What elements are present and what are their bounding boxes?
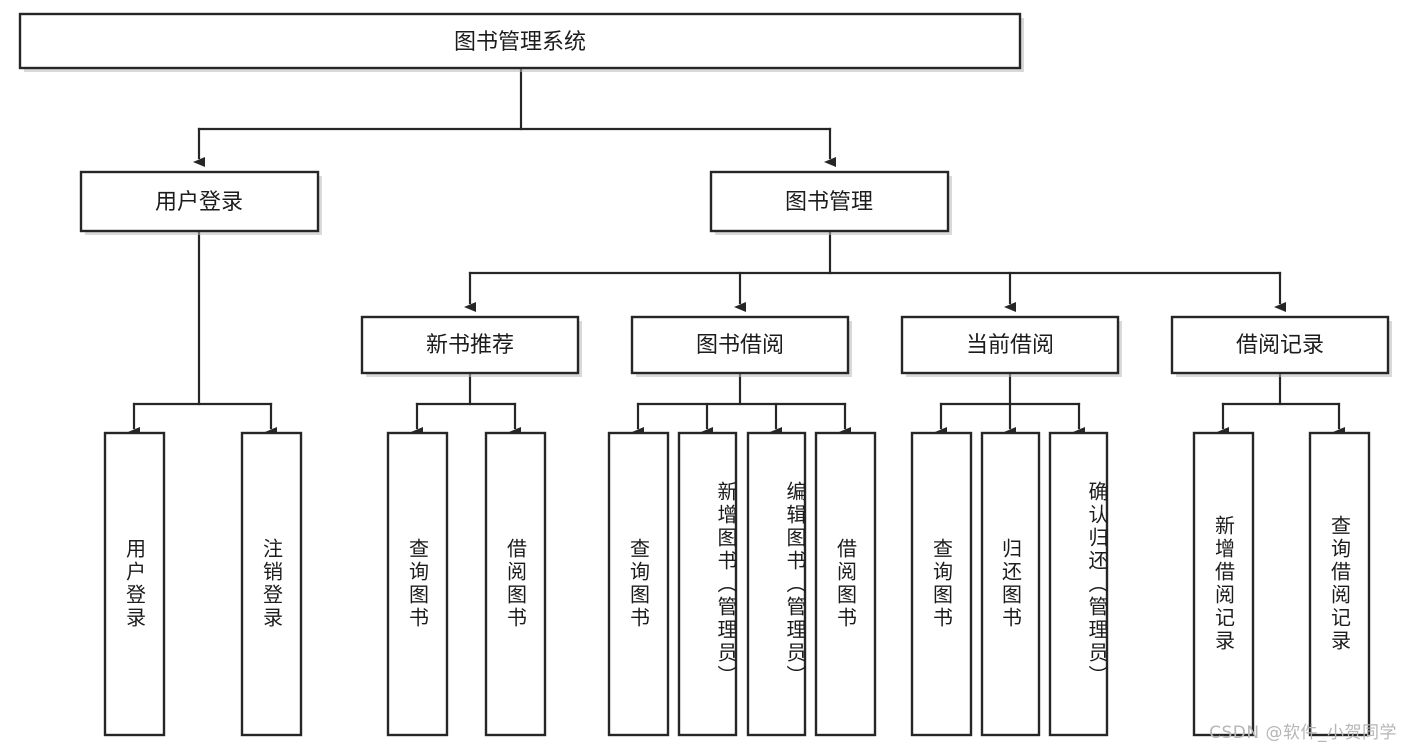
leaf-user-login-box[interactable] [103,431,166,737]
leaf-cur-confirm-box[interactable] [1048,431,1109,737]
leaf-user-logout-box[interactable] [240,431,303,737]
current-borrow-box [900,315,1120,375]
leaf-cur-query-box[interactable] [910,431,973,737]
leaf-borrow-edit-box[interactable] [746,431,807,737]
borrow-record-label: 借阅记录 [1236,333,1324,358]
book-manage-box [709,170,950,233]
leaf-cur-return-box[interactable] [980,431,1041,737]
leaf-rec-query-box[interactable] [386,431,449,737]
csdn-watermark: CSDN @软件_小贺同学 [1209,723,1397,743]
node-book-manage[interactable]: 图书管理 [709,170,952,235]
node-root[interactable]: 图书管理系统 [18,12,1024,72]
leaf-borrow-lend-box[interactable] [814,431,877,737]
node-current-borrow[interactable]: 当前借阅 [900,315,1122,377]
new-book-rec-label: 新书推荐 [426,333,514,358]
borrow-record-box [1170,315,1390,375]
node-borrow-record[interactable]: 借阅记录 [1170,315,1392,377]
node-book-borrow[interactable]: 图书借阅 [630,315,852,377]
leaf-borrow-query-box[interactable] [607,431,670,737]
user-login-box [79,170,320,233]
leaf-rec-borrow-box[interactable] [484,431,547,737]
current-borrow-label: 当前借阅 [966,333,1054,358]
root-box [18,12,1022,70]
book-borrow-box [630,315,850,375]
leaf-rec-search-box[interactable] [1308,431,1371,737]
root-label: 图书管理系统 [454,30,586,55]
node-user-login[interactable]: 用户登录 [79,170,322,235]
book-manage-label: 图书管理 [785,190,873,215]
connectors [128,68,1345,437]
leaf-rec-add-box[interactable] [1192,431,1255,737]
leaf-borrow-add-box[interactable] [677,431,738,737]
book-borrow-label: 图书借阅 [696,333,784,358]
user-login-label: 用户登录 [155,190,243,215]
leaf-boxes [103,431,1371,737]
new-book-rec-box [360,315,580,375]
node-new-book-rec[interactable]: 新书推荐 [360,315,582,377]
